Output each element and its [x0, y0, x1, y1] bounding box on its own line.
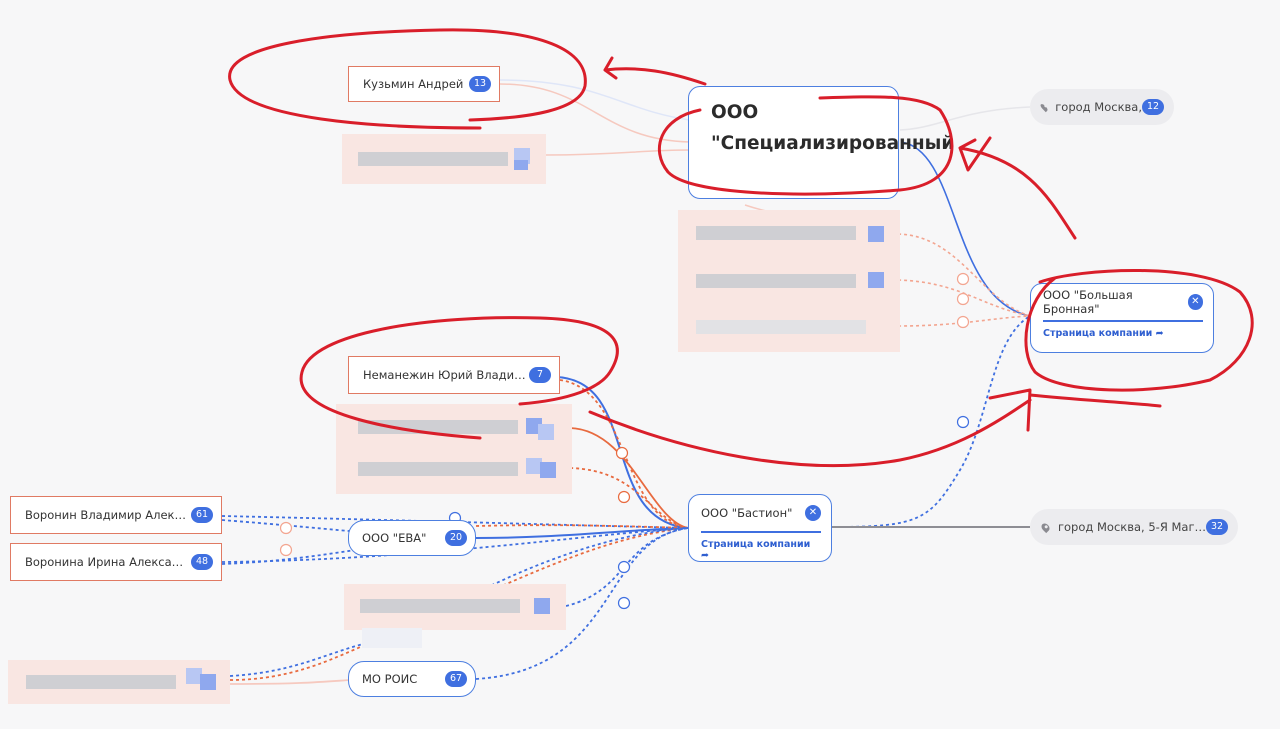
- person-name: Воронина Ирина Алекса…: [25, 555, 184, 569]
- person-name: Воронин Владимир Алекс…: [25, 508, 191, 522]
- redacted-node: [342, 134, 546, 184]
- redacted-node-group: [678, 210, 900, 352]
- connections-count-badge: 13: [469, 76, 491, 92]
- address-text: город Москва, 5-Я Маг…: [1057, 520, 1206, 534]
- person-name: Неманежин Юрий Владим…: [363, 368, 529, 382]
- redacted-node: [344, 584, 566, 630]
- connections-count-badge: 48: [191, 554, 213, 570]
- person-name: Кузьмин Андрей: [363, 77, 464, 91]
- redacted-node: [362, 628, 422, 648]
- person-node-nemanezhin[interactable]: Неманежин Юрий Владим… 7: [348, 356, 560, 394]
- person-node-kuzmin[interactable]: Кузьмин Андрей 13: [348, 66, 500, 102]
- close-icon[interactable]: ✕: [805, 505, 821, 521]
- address-text: город Москва,: [1055, 100, 1142, 114]
- connections-count-badge: 32: [1206, 519, 1228, 535]
- focus-company-node[interactable]: ООО "Специализированный: [688, 86, 954, 199]
- close-icon[interactable]: ✕: [1187, 294, 1203, 310]
- company-page-link[interactable]: Страница компании ➦: [701, 538, 811, 561]
- company-node-eva[interactable]: ООО "ЕВА" 20: [348, 520, 476, 556]
- redacted-node-group: [336, 404, 572, 494]
- clock-icons-upper: [956, 272, 970, 329]
- map-pin-icon: [1039, 102, 1049, 112]
- connections-count-badge: 7: [529, 367, 551, 383]
- selected-company-card-bastion[interactable]: ООО "Бастион" ✕ Страница компании ➦: [688, 494, 832, 562]
- company-name: ООО "ЕВА": [362, 531, 427, 545]
- external-link-icon: ➦: [1155, 327, 1164, 339]
- selected-company-card-bolshaya-bronnaya[interactable]: ООО "Большая Бронная" ✕ Страница компани…: [1030, 283, 1214, 353]
- connections-count-badge: 67: [445, 671, 467, 687]
- address-node[interactable]: город Москва, 5-Я Маг… 32: [1030, 509, 1238, 545]
- company-page-link[interactable]: Страница компании ➦: [1043, 327, 1164, 339]
- external-link-icon: ➦: [701, 549, 709, 561]
- person-node-voronin[interactable]: Воронин Владимир Алекс… 61: [10, 496, 222, 534]
- company-name: ООО "Бастион": [701, 506, 793, 520]
- company-name: ООО "Большая Бронная": [1043, 288, 1133, 316]
- company-node-mo-rois[interactable]: МО РОИС 67: [348, 661, 476, 697]
- connections-count-badge: 61: [191, 507, 213, 523]
- address-node[interactable]: город Москва, 12: [1030, 89, 1174, 125]
- company-name: МО РОИС: [362, 672, 418, 686]
- map-pin-icon: [1039, 521, 1052, 533]
- connections-count-badge: 12: [1142, 99, 1164, 115]
- divider: [701, 531, 821, 533]
- connections-count-badge: 20: [445, 530, 467, 546]
- person-node-voronina[interactable]: Воронина Ирина Алекса… 48: [10, 543, 222, 581]
- redacted-node: [8, 660, 230, 704]
